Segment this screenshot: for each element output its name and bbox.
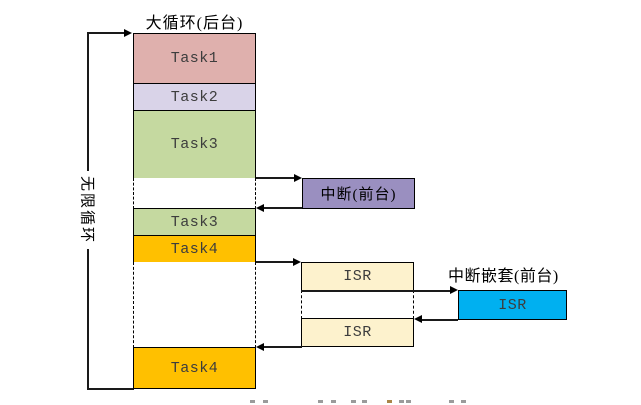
- cropped-caption-fragment: [406, 400, 411, 403]
- task4-box: Task4: [133, 235, 256, 263]
- cropped-caption-fragment: [387, 400, 392, 403]
- cropped-caption-fragment: [318, 400, 323, 403]
- cropped-caption-fragment: [461, 400, 466, 403]
- cropped-caption-fragment: [399, 400, 404, 403]
- isr-call-line: [256, 261, 294, 263]
- task2-box: Task2: [133, 83, 256, 111]
- cropped-caption-fragment: [250, 400, 255, 403]
- isr-resumed-box: ISR: [301, 318, 414, 347]
- isr-first-box: ISR: [301, 262, 414, 291]
- interrupt-call-arrowhead-icon: [294, 174, 302, 182]
- interrupt-return-line: [262, 207, 302, 209]
- nested-return-arrowhead-icon: [414, 315, 422, 323]
- foreground-interrupt-box: 中断(前台): [302, 178, 415, 209]
- task3-label: Task3: [170, 136, 219, 153]
- cropped-caption-fragment: [351, 400, 356, 403]
- infinite-loop-label: 无限循环: [77, 170, 99, 250]
- task3-box: Task3: [133, 110, 256, 179]
- task3-resumed-box: Task3: [133, 208, 256, 236]
- isr-first-label: ISR: [343, 268, 372, 285]
- interrupt-gap-2: [133, 262, 256, 348]
- cropped-caption-fragment: [362, 400, 367, 403]
- task4-resumed-box: Task4: [133, 347, 256, 389]
- nested-call-arrowhead-icon: [450, 286, 458, 294]
- nested-call-line: [301, 290, 451, 292]
- nested-return-line: [422, 319, 458, 321]
- cropped-caption-fragment: [331, 400, 336, 403]
- loop-arrowhead-icon: [124, 29, 132, 37]
- cropped-caption-fragment: [263, 400, 268, 403]
- task2-label: Task2: [170, 88, 219, 106]
- task1-box: Task1: [133, 33, 256, 84]
- isr-nested-box: ISR: [458, 290, 567, 320]
- interrupt-call-line: [256, 177, 296, 179]
- loop-bottom-line: [87, 388, 134, 390]
- isr-call-arrowhead-icon: [293, 258, 301, 266]
- isr-nested-label: ISR: [498, 296, 527, 314]
- isr-resumed-label: ISR: [343, 324, 372, 341]
- isr-gap: [301, 290, 414, 319]
- background-loop-title: 大循环(后台): [145, 15, 244, 32]
- foreground-interrupt-label: 中断(前台): [320, 187, 397, 203]
- isr-return-arrowhead-icon: [256, 343, 264, 351]
- nested-interrupt-caption: 中断嵌套(前台): [448, 268, 559, 285]
- interrupt-return-arrowhead-icon: [256, 204, 264, 212]
- task4-resumed-label: Task4: [170, 359, 219, 377]
- interrupt-gap-1: [133, 178, 256, 209]
- task1-label: Task1: [170, 50, 219, 67]
- task3-resumed-label: Task3: [170, 213, 219, 231]
- isr-return-line: [262, 346, 302, 348]
- loop-top-line: [87, 32, 125, 34]
- cropped-caption-fragment: [449, 400, 454, 403]
- task4-label: Task4: [170, 240, 219, 258]
